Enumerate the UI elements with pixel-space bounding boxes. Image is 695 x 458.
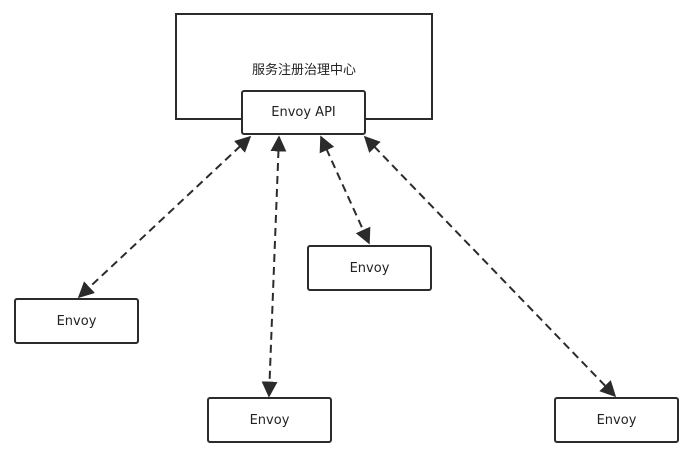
connector-api-to-envoy-mid-right: [319, 135, 371, 245]
envoy-api-label: Envoy API: [271, 105, 336, 120]
connector-api-to-envoy-left: [77, 135, 252, 299]
envoy-node-label: Envoy: [596, 412, 637, 428]
connector-api-to-envoy-right: [363, 135, 617, 398]
envoy-node-right: Envoy: [554, 397, 679, 443]
service-registry-label: 服务注册治理中心: [251, 63, 356, 78]
envoy-node-label: Envoy: [349, 260, 390, 276]
envoy-node-bottom: Envoy: [207, 397, 332, 443]
envoy-node-left: Envoy: [14, 298, 139, 344]
envoy-node-label: Envoy: [249, 412, 290, 428]
envoy-node-mid-right: Envoy: [307, 245, 432, 291]
envoy-node-label: Envoy: [56, 313, 97, 329]
connector-api-to-envoy-bottom: [261, 135, 287, 398]
envoy-api-node: Envoy API: [241, 90, 366, 135]
